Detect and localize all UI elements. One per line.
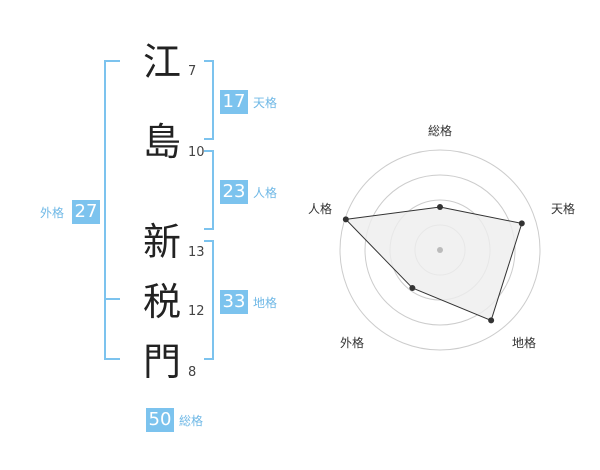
name-char-4: 税 <box>142 280 181 324</box>
jinkaku-value: 23 <box>220 180 248 204</box>
name-char-3: 新 <box>142 220 181 264</box>
name-char-5: 門 <box>142 340 181 384</box>
name-char-2: 島 <box>142 120 181 164</box>
stroke-count-5: 8 <box>188 365 197 380</box>
gaikaku-value: 27 <box>72 200 100 224</box>
radar-grid-ring <box>339 149 541 351</box>
soukaku-value: 50 <box>146 408 174 432</box>
radar-point-2 <box>518 220 525 227</box>
radar-axis-label-soukaku: 総格 <box>427 124 452 138</box>
radar-point-3 <box>488 317 495 324</box>
radar-area <box>344 206 523 322</box>
radar-point-1 <box>437 204 443 210</box>
radar-center-dot <box>437 247 443 253</box>
radar-axis-label-gaikaku: 外格 <box>339 336 364 350</box>
stroke-count-3: 13 <box>188 245 205 260</box>
radar-point-4 <box>409 285 416 292</box>
jinkaku-label: 人格 <box>253 186 278 200</box>
tenkaku-label: 天格 <box>253 96 278 110</box>
radar-grid-ring <box>364 174 516 326</box>
radar-axis-label-chikaku: 地格 <box>511 336 536 350</box>
radar-point-5 <box>342 216 349 223</box>
chikaku-value: 33 <box>220 290 248 314</box>
stroke-count-2: 10 <box>188 145 205 160</box>
radar-axis-label-tenkaku: 天格 <box>550 202 575 216</box>
stroke-count-4: 12 <box>188 304 205 319</box>
stroke-count-1: 7 <box>188 64 197 79</box>
chikaku-label: 地格 <box>253 296 278 310</box>
soukaku-label: 総格 <box>179 414 204 428</box>
radar-points <box>342 204 525 324</box>
tenkaku-value: 17 <box>220 90 248 114</box>
gaikaku-label: 外格 <box>40 206 65 220</box>
name-char-1: 江 <box>142 40 181 84</box>
radar-axis-label-jinkaku: 人格 <box>307 202 332 216</box>
